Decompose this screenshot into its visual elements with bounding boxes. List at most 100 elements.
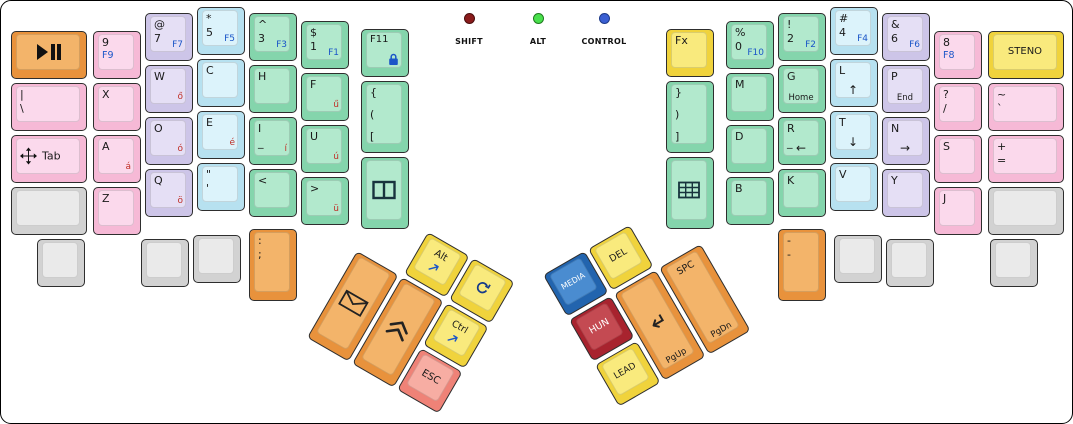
key-s[interactable]: S bbox=[934, 135, 982, 183]
key-h[interactable]: H bbox=[249, 65, 297, 113]
key-grid-cap bbox=[671, 160, 707, 220]
key-dash[interactable]: -- bbox=[778, 229, 826, 301]
key-greater-label: > bbox=[310, 182, 320, 195]
key-blank-right-4[interactable] bbox=[990, 239, 1038, 287]
key-d[interactable]: D bbox=[726, 125, 774, 173]
key-double-chevron-up[interactable] bbox=[352, 277, 444, 388]
key-b[interactable]: B bbox=[726, 177, 774, 225]
key-blank-left-3[interactable] bbox=[141, 239, 189, 287]
key-t[interactable]: T↓ bbox=[830, 111, 878, 159]
key-blank-right-2[interactable] bbox=[834, 235, 882, 283]
key-p-label: P bbox=[891, 70, 898, 83]
key-s-label: S bbox=[943, 140, 950, 153]
key-play-pause[interactable] bbox=[11, 31, 87, 79]
key-k[interactable]: K bbox=[778, 169, 826, 217]
key-tilde-backtick[interactable]: ~` bbox=[988, 83, 1064, 131]
key-brace-paren-bracket-right-label: } bbox=[675, 86, 682, 99]
key-question-slash[interactable]: ?/ bbox=[934, 83, 982, 131]
key-n[interactable]: N→ bbox=[882, 117, 930, 165]
key-v[interactable]: V bbox=[830, 163, 878, 211]
key-i[interactable]: I_í bbox=[249, 117, 297, 165]
key-l[interactable]: L↑ bbox=[830, 59, 878, 107]
key-pipe-backslash[interactable]: |\ bbox=[11, 83, 87, 131]
key-enter-label: PgUp bbox=[664, 345, 689, 366]
key-quote[interactable]: "' bbox=[197, 163, 245, 211]
key-c[interactable]: C bbox=[197, 59, 245, 107]
key-dollar-1-label: F1 bbox=[328, 48, 339, 58]
shift-led-label: SHIFT bbox=[455, 37, 483, 46]
key-tab-cap: Tab bbox=[16, 138, 80, 174]
key-at-7-label: @ bbox=[154, 18, 165, 31]
key-blank-left-4[interactable] bbox=[193, 235, 241, 283]
key-split-window[interactable] bbox=[361, 157, 409, 229]
key-tab[interactable]: Tab bbox=[11, 135, 87, 183]
key-y[interactable]: Y bbox=[882, 169, 930, 217]
key-blank-right-1[interactable] bbox=[988, 187, 1064, 235]
key-star-5-label: 5 bbox=[206, 26, 213, 39]
key-r[interactable]: R_← bbox=[778, 117, 826, 165]
key-z[interactable]: Z bbox=[93, 187, 141, 235]
key-colon-semicolon[interactable]: :; bbox=[249, 229, 297, 301]
key-z-label: Z bbox=[102, 192, 110, 205]
key-m[interactable]: M bbox=[726, 73, 774, 121]
key-steno[interactable]: STENO bbox=[988, 31, 1064, 79]
key-percent-0-label: 0 bbox=[735, 40, 742, 53]
key-u-label: U bbox=[310, 130, 319, 143]
key-less[interactable]: < bbox=[249, 169, 297, 217]
key-less-label: < bbox=[258, 174, 268, 187]
key-colon-semicolon-label: ; bbox=[258, 248, 262, 261]
key-o-label: ó bbox=[177, 144, 183, 154]
key-blank-left-2[interactable] bbox=[37, 239, 85, 287]
oneshot-icon bbox=[446, 332, 460, 346]
key-enter[interactable]: PgUp bbox=[614, 270, 706, 381]
key-t-cap: T↓ bbox=[835, 114, 871, 150]
key-star-5-label: * bbox=[206, 12, 212, 25]
key-plus-equals[interactable]: += bbox=[988, 135, 1064, 183]
key-r-cap: R_← bbox=[783, 120, 819, 156]
key-grid[interactable] bbox=[666, 157, 714, 229]
key-redo[interactable] bbox=[449, 258, 515, 324]
key-fx[interactable]: Fx bbox=[666, 29, 714, 77]
key-greater[interactable]: >ü bbox=[301, 177, 349, 225]
key-blank-left-1[interactable] bbox=[11, 187, 87, 235]
key-z-cap: Z bbox=[98, 190, 134, 226]
key-ctrl[interactable]: Ctrl bbox=[423, 303, 489, 369]
indicator-alt: ALT bbox=[503, 13, 573, 46]
key-hash-4-label: # bbox=[839, 12, 849, 25]
key-x[interactable]: X bbox=[93, 83, 141, 131]
key-star-5-label: F5 bbox=[224, 34, 235, 44]
key-excl-2-label: 2 bbox=[787, 32, 794, 45]
envelope-icon bbox=[338, 289, 369, 317]
key-blank-right-3[interactable] bbox=[886, 239, 934, 287]
key-alt[interactable]: Alt bbox=[404, 232, 470, 298]
key-j[interactable]: J bbox=[934, 187, 982, 235]
key-mail[interactable] bbox=[307, 251, 399, 362]
key-brace-paren-bracket-right[interactable]: })] bbox=[666, 81, 714, 153]
key-f11[interactable]: F11 bbox=[361, 29, 409, 77]
key-brace-paren-bracket-left[interactable]: {([ bbox=[361, 81, 409, 153]
key-u-label: ú bbox=[333, 152, 339, 162]
